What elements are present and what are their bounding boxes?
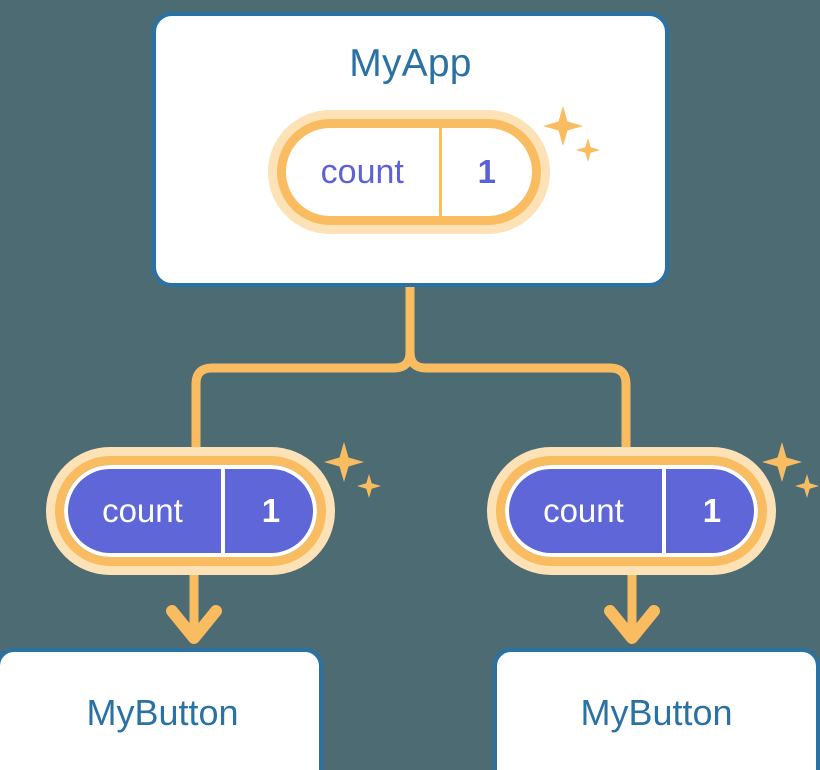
- button-card-label: MyButton: [580, 692, 733, 733]
- state-key-cell: count: [505, 465, 662, 557]
- sparkle-four-point-icon: [762, 442, 802, 482]
- button-card-right[interactable]: MyButton: [493, 648, 820, 770]
- state-value-cell: 1: [661, 465, 758, 557]
- sparkle-four-point-small-icon: [795, 474, 819, 498]
- wire-to-right-state: [405, 282, 631, 453]
- arrow-down-icon: [604, 605, 660, 644]
- state-value-cell: 1: [220, 465, 317, 557]
- state-pill-body: count 1: [55, 456, 326, 566]
- state-pill-app[interactable]: count 1: [268, 110, 550, 234]
- state-pill-left[interactable]: count 1: [46, 447, 335, 575]
- button-card-left[interactable]: MyButton: [0, 648, 323, 770]
- state-value-label: 1: [477, 153, 496, 190]
- sparkle-four-point-small-icon: [357, 474, 381, 498]
- state-value-label: 1: [702, 492, 722, 529]
- wire-to-left-state: [191, 282, 415, 453]
- state-key-cell: count: [286, 128, 439, 216]
- state-pill-body: count 1: [277, 119, 541, 225]
- state-pill-right[interactable]: count 1: [487, 447, 776, 575]
- state-key-label: count: [102, 492, 183, 529]
- sparkle-four-point-icon: [324, 442, 364, 482]
- state-key-label: count: [320, 152, 404, 191]
- arrow-left-state-to-button: [166, 574, 222, 644]
- state-key-cell: count: [64, 465, 221, 557]
- state-value-label: 1: [261, 492, 281, 529]
- arrow-down-icon: [166, 605, 222, 644]
- arrow-right-state-to-button: [604, 574, 660, 644]
- state-value-cell: 1: [438, 128, 532, 216]
- page-title: MyApp: [349, 42, 472, 85]
- state-pill-body: count 1: [496, 456, 767, 566]
- button-card-label: MyButton: [86, 692, 239, 733]
- state-key-label: count: [543, 492, 624, 529]
